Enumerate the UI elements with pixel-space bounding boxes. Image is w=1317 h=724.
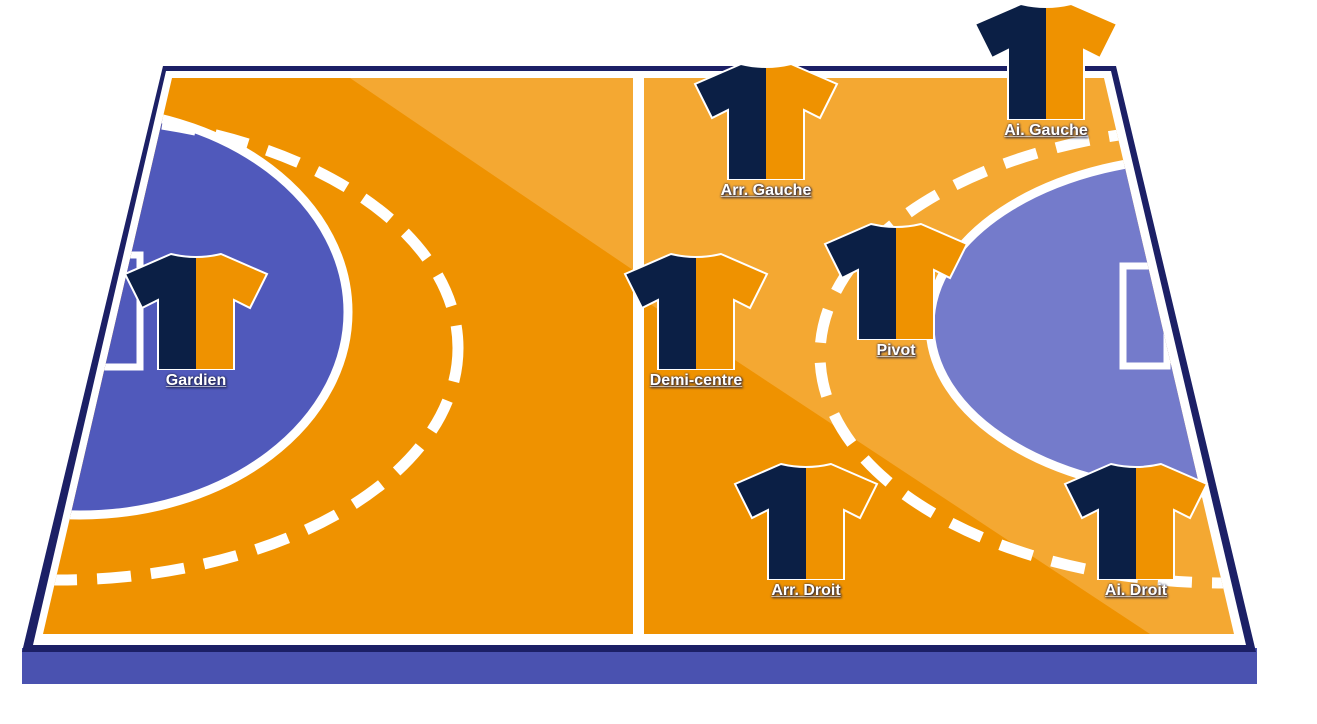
jersey-icon: [691, 60, 841, 180]
player-number: 0: [800, 606, 813, 619]
player-name: Arr. Droit: [771, 582, 841, 599]
player-name: Ai. Droit: [1104, 582, 1168, 599]
player-number: 0: [890, 366, 903, 379]
jersey-icon: [621, 250, 771, 370]
player-number: 0: [1130, 606, 1143, 619]
player-name: Demi-centre: [649, 372, 743, 389]
player-center-back[interactable]: Demi-centre 0: [621, 250, 771, 410]
player-number: 0: [190, 396, 203, 409]
player-name: Ai. Gauche: [1004, 122, 1088, 139]
jersey-icon: [971, 0, 1121, 120]
player-name: Gardien: [165, 372, 227, 389]
player-right-back[interactable]: Arr. Droit 0: [731, 460, 881, 620]
jersey-icon: [1061, 460, 1211, 580]
player-number: 0: [760, 206, 773, 219]
player-right-wing[interactable]: Ai. Droit 0: [1061, 460, 1211, 620]
player-name: Arr. Gauche: [720, 182, 812, 199]
player-left-wing[interactable]: Ai. Gauche 0: [971, 0, 1121, 160]
player-left-back[interactable]: Arr. Gauche 0: [691, 60, 841, 220]
player-name: Pivot: [876, 342, 916, 359]
player-number: 0: [690, 396, 703, 409]
player-pivot[interactable]: Pivot 0: [821, 220, 971, 380]
jersey-icon: [731, 460, 881, 580]
court-base: [22, 648, 1257, 684]
player-goalkeeper[interactable]: Gardien 0: [121, 250, 271, 410]
player-number: 0: [1040, 146, 1053, 159]
jersey-icon: [121, 250, 271, 370]
jersey-icon: [821, 220, 971, 340]
